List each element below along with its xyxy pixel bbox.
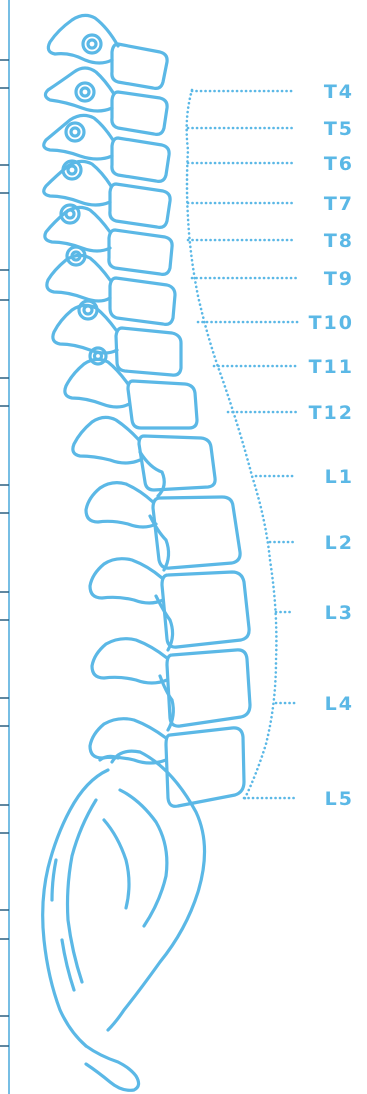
left-edge-ruler (0, 0, 9, 1094)
thoracic-bodies (109, 44, 215, 490)
label-l5: L5 (325, 788, 354, 810)
label-t9: T9 (324, 268, 354, 290)
label-t12: T12 (309, 402, 354, 424)
label-t8: T8 (324, 230, 354, 252)
label-t11: T11 (309, 356, 354, 378)
label-l2: L2 (325, 532, 354, 554)
label-l3: L3 (325, 602, 354, 624)
label-t7: T7 (324, 193, 354, 215)
label-t6: T6 (324, 153, 354, 175)
label-t10: T10 (309, 312, 354, 334)
posterior-processes (44, 15, 174, 763)
leader-lines (187, 90, 298, 800)
label-t5: T5 (324, 118, 354, 140)
spine-illustration (43, 15, 250, 1090)
label-t4: T4 (324, 81, 354, 103)
sacrum (43, 751, 205, 1090)
label-l1: L1 (325, 466, 354, 488)
vertebra-labels: T4 T5 T6 T7 T8 T9 T10 T11 T12 L1 L2 L3 L… (309, 81, 354, 810)
label-l4: L4 (325, 693, 354, 715)
